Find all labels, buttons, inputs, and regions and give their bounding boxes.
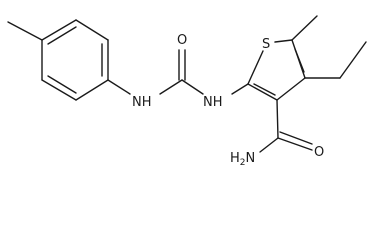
methyl-bond-thiophene: [291, 15, 318, 41]
amide-bond: [276, 99, 279, 139]
amide-h: H: [230, 151, 240, 166]
methyl-bond-tolyl: [7, 21, 43, 41]
amide-subscript: 2: [240, 158, 246, 168]
amide-nh2-label: H2N: [230, 151, 255, 168]
urea-oxygen-label: O: [177, 33, 187, 48]
chemical-structure: S O NH NH O H2N: [7, 15, 367, 168]
nh-thiophene-bond: [231, 83, 249, 95]
sulfur-label: S: [262, 37, 270, 52]
amide-cn-bond: [259, 137, 279, 153]
ethyl-bond-2: [339, 41, 367, 79]
amide-co-double-1: [277, 137, 313, 151]
nh-carbonyl-bond: [159, 79, 183, 95]
amide-co-double-2: [279, 131, 313, 145]
carbonyl-nh-bond: [181, 79, 204, 95]
amide-oxygen-label: O: [314, 145, 324, 160]
right-nh-label: NH: [203, 95, 223, 110]
left-nh-label: NH: [132, 95, 152, 110]
toluene-ring: [41, 19, 109, 101]
thiophene-ring: [247, 39, 306, 101]
aryl-nh-bond: [107, 79, 131, 95]
amide-n: N: [246, 151, 256, 166]
